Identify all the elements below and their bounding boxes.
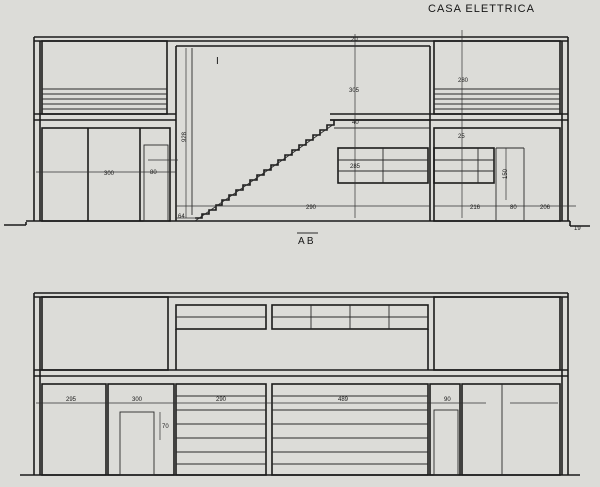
upper-elevation: I A B 300 80 928 64 290 305 40 285 150 2…: [4, 30, 590, 247]
dim-width-300: 300: [104, 171, 115, 177]
drawing-title: CASA ELETTRICA: [428, 3, 535, 15]
dim-width-80: 80: [150, 170, 157, 176]
dim-width-216: 216: [470, 205, 481, 211]
dim-height-280: 280: [458, 78, 469, 84]
dim-lower-489: 489: [338, 397, 349, 403]
dim-19: 19: [574, 226, 581, 232]
dim-height-150: 150: [503, 168, 509, 179]
dim-height-25: 25: [458, 134, 465, 140]
dim-lower-290: 290: [216, 397, 227, 403]
dim-width-290: 290: [306, 205, 317, 211]
lower-elevation: 295 300 70 290 489 90: [20, 292, 580, 476]
dim-64: 64: [178, 214, 185, 220]
dim-width-80-right: 80: [510, 205, 517, 211]
dim-lower-70: 70: [162, 424, 169, 430]
section-label: A B: [298, 236, 314, 247]
dim-lower-295: 295: [66, 397, 77, 403]
dim-lower-300: 300: [132, 397, 143, 403]
dim-width-206: 206: [540, 205, 551, 211]
dim-height-928: 928: [182, 131, 188, 142]
dim-height-305: 305: [349, 88, 360, 94]
dim-height-40: 40: [352, 120, 359, 126]
dim-height-20: 20: [351, 37, 358, 43]
dim-height-285: 285: [350, 164, 361, 170]
dim-lower-90: 90: [444, 397, 451, 403]
room-mark: I: [216, 56, 219, 67]
